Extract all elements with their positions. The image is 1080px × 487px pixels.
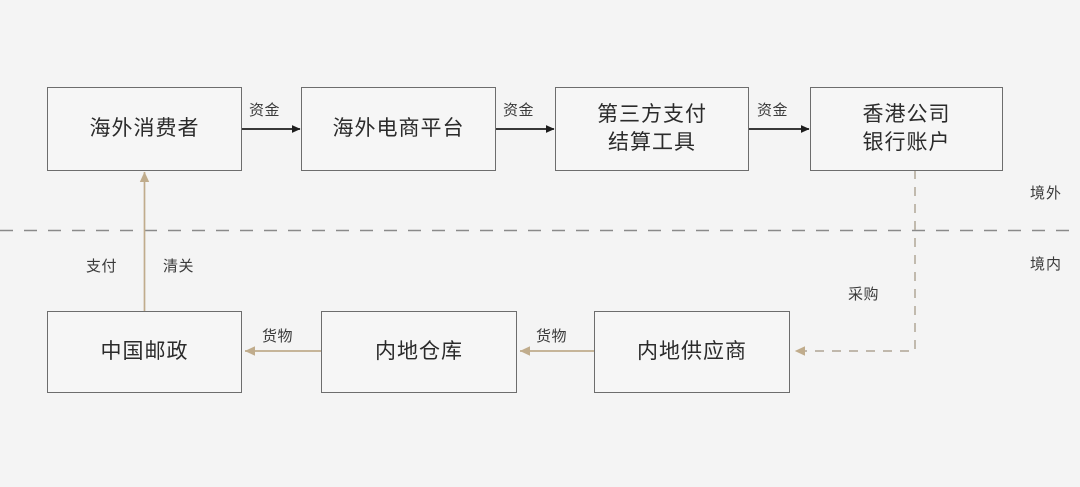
node-china-post-label: 中国邮政 xyxy=(100,339,189,363)
node-hk-bank-account-label-line1: 香港公司 xyxy=(862,102,951,126)
edge-label-funds-3: 资金 xyxy=(757,102,789,119)
node-third-party-payment-label-line2: 结算工具 xyxy=(608,131,696,154)
node-hk-bank-account-label-line2: 银行账户 xyxy=(862,131,951,154)
node-mainland-warehouse[interactable]: 内地仓库 xyxy=(321,311,517,393)
node-third-party-payment-label-line1: 第三方支付 xyxy=(597,102,707,126)
node-mainland-warehouse-label: 内地仓库 xyxy=(375,339,463,363)
edge-label-goods-2: 货物 xyxy=(536,328,568,345)
node-overseas-platform-label: 海外电商平台 xyxy=(332,116,465,140)
edge-label-customs: 清关 xyxy=(163,258,195,275)
node-mainland-supplier[interactable]: 内地供应商 xyxy=(594,311,790,393)
node-overseas-platform[interactable]: 海外电商平台 xyxy=(301,87,496,171)
edge-label-funds-2: 资金 xyxy=(503,102,535,119)
edge-label-funds-1: 资金 xyxy=(249,102,281,119)
edge-bank-to-supplier-procurement xyxy=(794,170,916,356)
edge-label-payment: 支付 xyxy=(86,258,118,275)
zone-label-overseas: 境外 xyxy=(1030,185,1063,202)
node-third-party-payment[interactable]: 第三方支付 结算工具 xyxy=(555,87,749,171)
node-china-post[interactable]: 中国邮政 xyxy=(47,311,242,393)
node-overseas-consumer-label: 海外消费者 xyxy=(89,116,200,140)
node-mainland-supplier-label: 内地供应商 xyxy=(637,339,747,363)
node-hk-bank-account[interactable]: 香港公司 银行账户 xyxy=(810,87,1003,171)
edge-label-goods-1: 货物 xyxy=(262,328,294,345)
edge-label-procurement: 采购 xyxy=(848,286,880,303)
zone-label-domestic: 境内 xyxy=(1030,256,1063,273)
node-overseas-consumer[interactable]: 海外消费者 xyxy=(47,87,242,171)
